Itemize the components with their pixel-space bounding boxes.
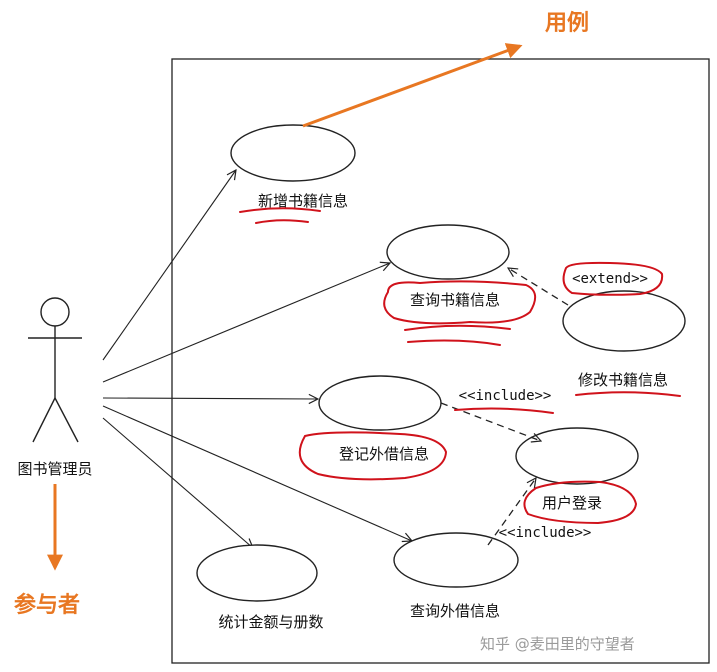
assoc-add-book xyxy=(102,170,236,361)
include-label-2: <<include>> xyxy=(499,525,592,541)
underline-add-book xyxy=(239,207,321,224)
actor-label: 图书管理员 xyxy=(17,460,92,478)
circle-extend xyxy=(562,261,664,296)
use-case-callout-label: 用例 xyxy=(545,11,589,36)
actor-callout-label: 参与者 xyxy=(14,592,80,618)
circle-user-login xyxy=(523,480,637,524)
red-markup xyxy=(239,207,681,524)
include-relation-2 xyxy=(487,478,536,546)
use-case-stats-label: 统计金额与册数 xyxy=(218,613,323,631)
assoc-query-lend xyxy=(102,405,412,541)
use-case-user-login xyxy=(515,427,639,485)
use-case-stats xyxy=(196,544,318,602)
include-label-1: <<include>> xyxy=(459,388,552,404)
circle-register-lend xyxy=(298,431,447,481)
extend-label: <extend>> xyxy=(572,271,648,287)
use-case-add-book xyxy=(230,124,356,182)
use-case-user-login-label: 用户登录 xyxy=(542,494,602,512)
assoc-query-book xyxy=(102,263,390,383)
underline-modify-book xyxy=(575,391,681,397)
system-boundary xyxy=(171,58,710,664)
actor-left-leg xyxy=(32,397,56,443)
actor-figure xyxy=(28,297,82,443)
underline-include-1 xyxy=(454,407,554,414)
assoc-register-lend xyxy=(102,398,318,399)
assoc-stats xyxy=(102,417,253,548)
circle-query-book xyxy=(383,280,537,346)
use-case-modify-book-label: 修改书籍信息 xyxy=(578,371,668,389)
extend-relation xyxy=(508,268,569,306)
use-case-query-lend xyxy=(393,532,519,588)
use-case-callout-arrow xyxy=(302,43,523,128)
use-case-query-lend-label: 查询外借信息 xyxy=(410,602,500,620)
use-case-register-lend-label: 登记外借信息 xyxy=(339,445,429,463)
use-case-query-book xyxy=(386,224,510,280)
use-case-add-book-label: 新增书籍信息 xyxy=(258,192,348,210)
actor-right-leg xyxy=(54,397,79,443)
watermark: 知乎 @麦田里的守望者 xyxy=(480,635,635,653)
use-case-register-lend xyxy=(318,375,442,431)
actor-head xyxy=(40,297,70,327)
use-case-modify-book xyxy=(562,290,686,352)
use-case-query-book-label: 查询书籍信息 xyxy=(410,291,500,309)
